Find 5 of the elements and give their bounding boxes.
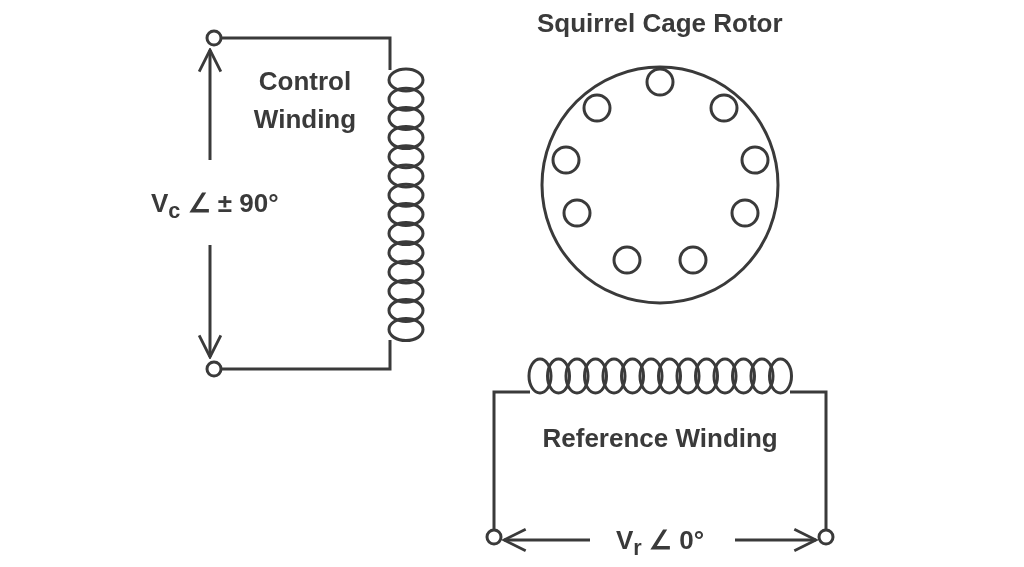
voltage-label: V$_{c}$ ∠ ± 90° — [151, 187, 279, 226]
winding-label: Control Winding — [252, 65, 358, 136]
voltage-label: V$_{r}$ ∠ 0° — [616, 524, 705, 563]
rotor-label: Squirrel Cage Rotor — [537, 7, 783, 40]
winding-label: Reference Winding — [542, 422, 778, 455]
